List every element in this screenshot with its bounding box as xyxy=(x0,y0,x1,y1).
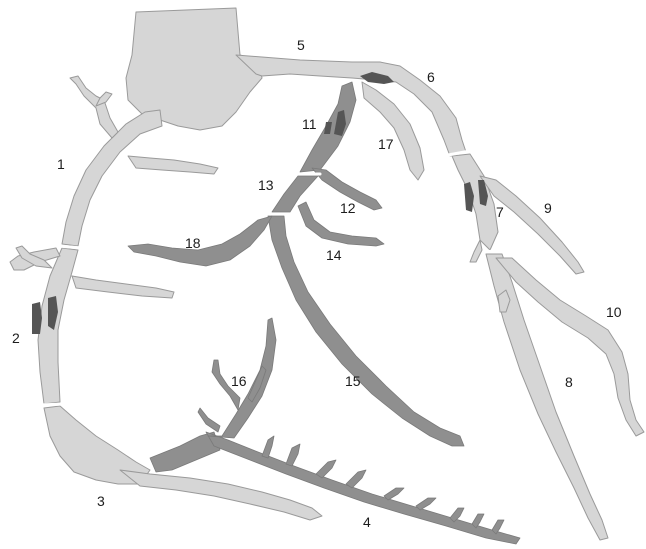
label-segment-18: 18 xyxy=(185,235,201,251)
label-segment-3: 3 xyxy=(97,493,105,509)
label-segment-4: 4 xyxy=(363,514,371,530)
label-segment-15: 15 xyxy=(345,373,361,389)
label-segment-7: 7 xyxy=(496,204,504,220)
label-segment-10: 10 xyxy=(606,304,622,320)
label-segment-13: 13 xyxy=(258,177,274,193)
label-segment-16: 16 xyxy=(231,373,247,389)
label-segment-5: 5 xyxy=(297,37,305,53)
label-segment-14: 14 xyxy=(326,247,342,263)
label-segment-8: 8 xyxy=(565,374,573,390)
label-segment-1: 1 xyxy=(57,156,65,172)
label-segment-12: 12 xyxy=(340,200,356,216)
stenosis-2a xyxy=(32,302,42,334)
label-segment-9: 9 xyxy=(544,200,552,216)
label-segment-6: 6 xyxy=(427,69,435,85)
label-segment-17: 17 xyxy=(378,136,394,152)
label-segment-2: 2 xyxy=(12,330,20,346)
label-segment-11: 11 xyxy=(302,116,317,132)
